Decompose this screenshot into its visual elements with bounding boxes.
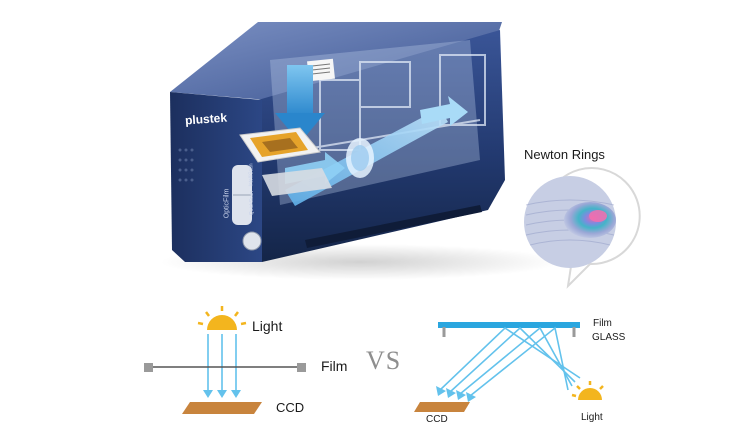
newton-ring-pattern: [564, 202, 616, 238]
left-ccd-label: CCD: [276, 400, 305, 415]
sun-icon: [197, 306, 247, 330]
newton-rings-title: Newton Rings: [524, 147, 605, 162]
vs-label: VS: [366, 346, 402, 375]
right-film-label: Film: [593, 318, 612, 329]
left-film-label: Film: [321, 358, 348, 374]
right-ccd-label: CCD: [426, 414, 448, 425]
brand-label: plustek: [184, 110, 228, 128]
left-ccd: [182, 402, 262, 414]
quickscan-button-label: QuickScan: [249, 190, 256, 216]
power-button: [242, 231, 262, 251]
left-light-label: Light: [252, 318, 283, 334]
right-ccd: [414, 402, 470, 412]
intelliscan-button-label: IntelliScan: [248, 163, 255, 187]
down-arrow: [287, 65, 313, 117]
right-glass-label: GLASS: [592, 332, 626, 343]
model-label: OpticFilm: [223, 188, 231, 219]
scanner-top-face: [170, 22, 502, 100]
glass-bar: [438, 322, 580, 328]
right-sun-icon: [571, 381, 604, 400]
right-light-label: Light: [581, 412, 603, 423]
